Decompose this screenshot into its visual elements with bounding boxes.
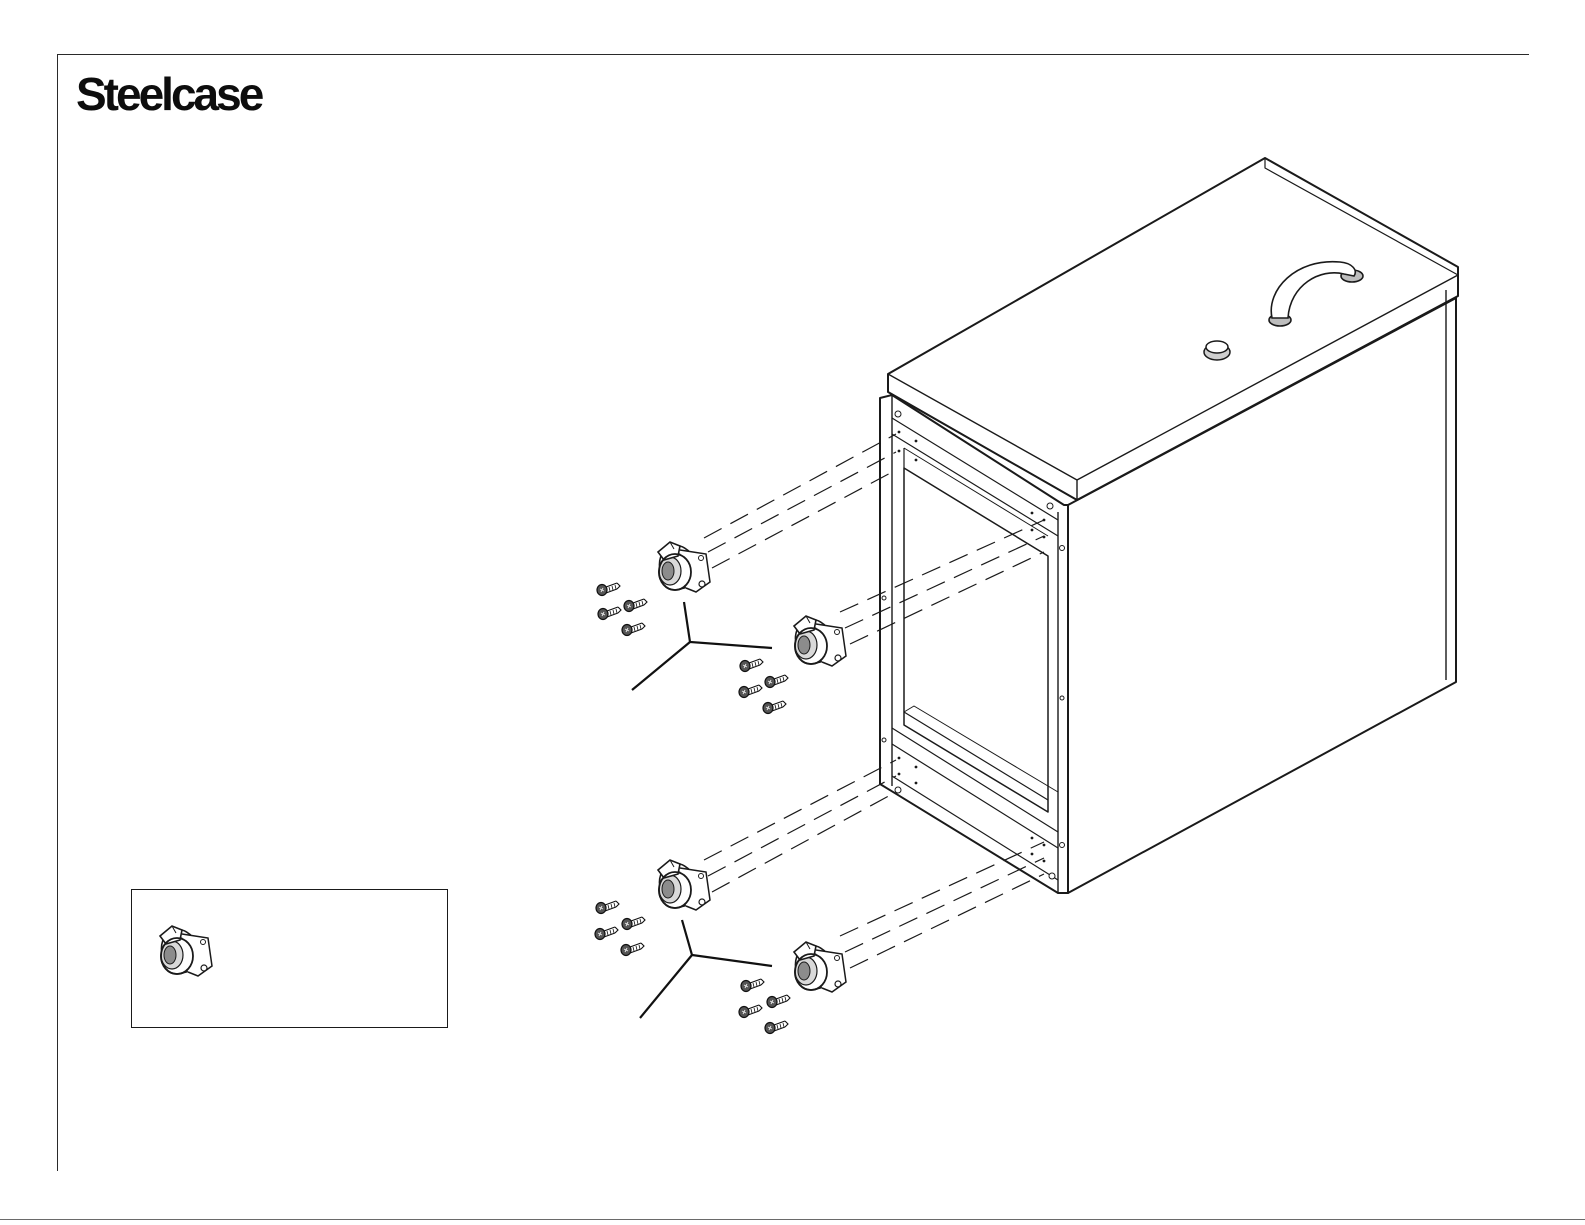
knob-icon bbox=[1204, 341, 1230, 360]
caster-lower-right bbox=[790, 940, 846, 994]
callout-caster-icon bbox=[156, 924, 212, 978]
cabinet-body bbox=[880, 158, 1458, 893]
caster-upper-right bbox=[790, 614, 846, 668]
caster-upper-left bbox=[654, 540, 710, 594]
screw-group-lower-right bbox=[739, 979, 790, 1034]
screw-group-upper-right bbox=[739, 659, 788, 714]
callout-leader-lines bbox=[632, 602, 772, 1018]
screw-group-lower-left bbox=[595, 901, 645, 956]
screw-group-upper-left bbox=[597, 583, 647, 636]
caster-lower-left bbox=[654, 858, 710, 912]
